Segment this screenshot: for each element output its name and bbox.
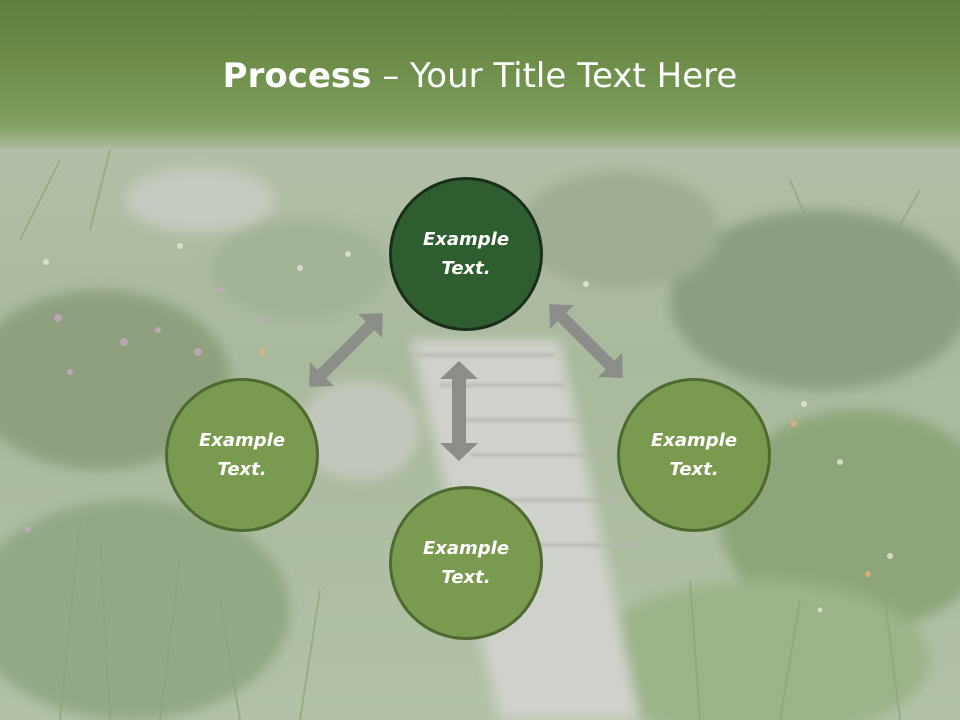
step-top-line2: Text.	[441, 258, 491, 279]
step-right-line1: Example	[650, 430, 738, 451]
title-bold-part: Process	[222, 56, 372, 96]
title-rest: Your Title Text Here	[410, 56, 738, 96]
step-top-line1: Example	[422, 229, 510, 250]
step-bottom-text: Example Text.	[406, 534, 526, 592]
step-left-line1: Example	[198, 430, 286, 451]
title-bar	[0, 0, 960, 150]
process-step-bottom[interactable]: Example Text.	[389, 486, 543, 640]
arrow-top-bottom	[440, 361, 478, 461]
step-bottom-line2: Text.	[441, 567, 491, 588]
step-left-text: Example Text.	[182, 426, 302, 484]
title-dash: –	[371, 56, 411, 96]
step-top-text: Example Text.	[406, 225, 526, 283]
step-right-line2: Text.	[669, 459, 719, 480]
arrow-top-right	[549, 304, 623, 378]
step-right-text: Example Text.	[634, 426, 754, 484]
step-bottom-line1: Example	[422, 538, 510, 559]
step-left-line2: Text.	[217, 459, 267, 480]
arrow-left-top	[309, 313, 383, 387]
process-step-right[interactable]: Example Text.	[617, 378, 771, 532]
process-step-top[interactable]: Example Text.	[389, 177, 543, 331]
process-step-left[interactable]: Example Text.	[165, 378, 319, 532]
slide-title[interactable]: Process – Your Title Text Here	[0, 52, 960, 100]
